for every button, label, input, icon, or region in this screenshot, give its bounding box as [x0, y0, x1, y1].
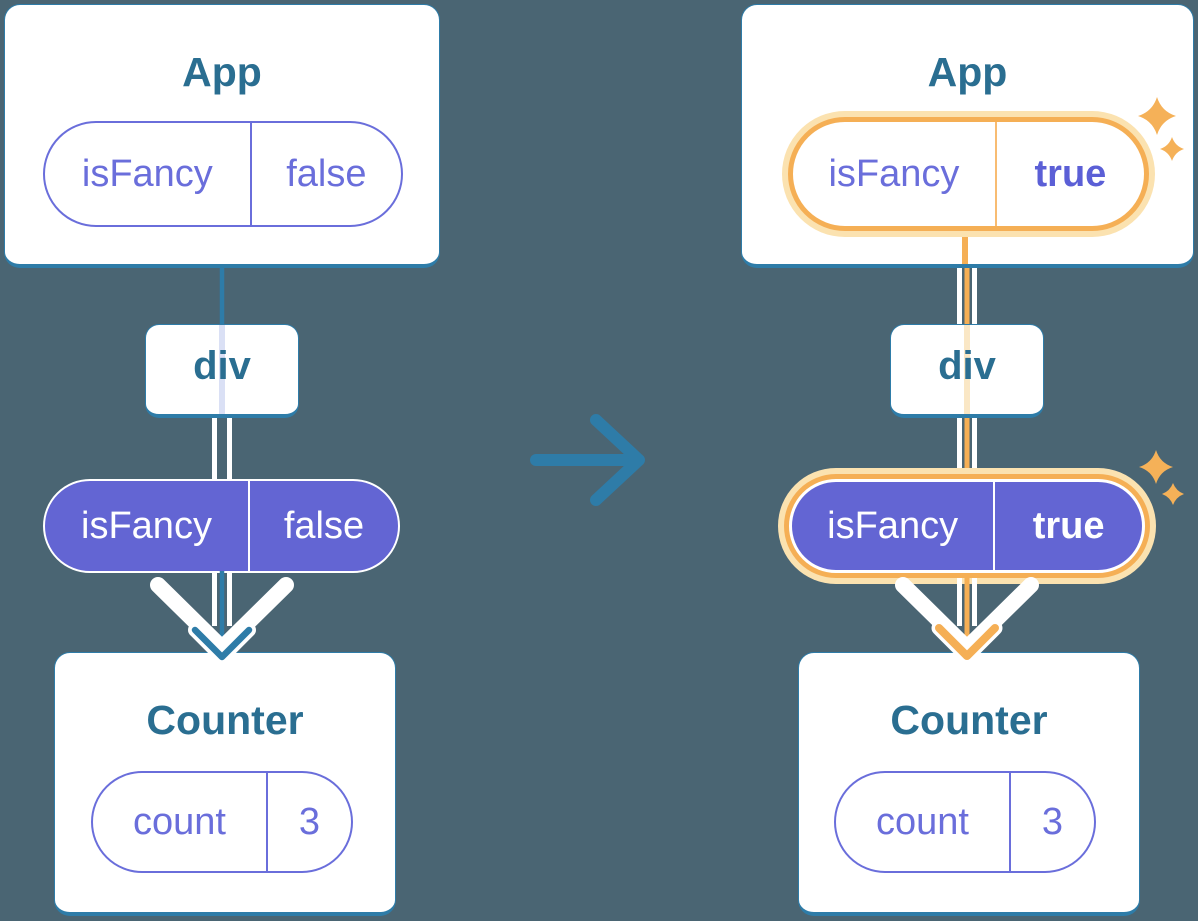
- prop-pill-highlighted: isFancy true: [788, 117, 1149, 231]
- prop-value-cell: false: [249, 123, 401, 225]
- app-card-title: App: [182, 49, 262, 95]
- passed-prop-pill-highlighted: isFancy true: [789, 479, 1145, 573]
- state-pill: count 3: [834, 771, 1096, 873]
- prop-value-cell: true: [994, 122, 1144, 226]
- app-card-title: App: [927, 49, 1008, 95]
- app-card: App isFancy true: [741, 4, 1194, 268]
- prop-line-through-div: [219, 325, 225, 414]
- prop-pill: isFancy false: [43, 121, 403, 227]
- counter-card-title: Counter: [146, 697, 304, 743]
- state-pill: count 3: [91, 771, 353, 873]
- left-prop-to-counter-arrow: [150, 571, 294, 664]
- arrow-white-flank-lines: [212, 571, 232, 626]
- prop-name-cell: isFancy: [828, 152, 960, 195]
- counter-card-title: Counter: [890, 697, 1048, 743]
- big-white-chevron: [895, 577, 1039, 656]
- div-card-label: div: [938, 344, 996, 388]
- prop-flow-stem: [962, 231, 968, 264]
- state-value-cell: 3: [1008, 773, 1094, 871]
- prop-value-cell: true: [993, 482, 1142, 570]
- counter-card: Counter count 3: [798, 652, 1140, 916]
- sparkle-icon: [1139, 450, 1173, 484]
- big-white-chevron: [150, 577, 294, 656]
- right-prop-to-counter-arrow: [895, 576, 1039, 664]
- transition-arrow-icon: [530, 414, 645, 506]
- state-name-cell: count: [875, 800, 969, 843]
- state-value-cell: 3: [265, 773, 351, 871]
- transition-arrow-head: [590, 414, 645, 506]
- state-name-cell: count: [132, 800, 226, 843]
- passed-prop-pill: isFancy false: [43, 479, 400, 573]
- prop-name-cell: isFancy: [827, 504, 959, 547]
- app-card: App isFancy false: [4, 4, 440, 268]
- div-card-label: div: [193, 344, 251, 388]
- arrow-white-flank-lines: [957, 578, 977, 626]
- sparkle-icon: [1162, 483, 1184, 505]
- div-card: div: [145, 324, 299, 418]
- div-card: div: [890, 324, 1044, 418]
- prop-name-cell: isFancy: [81, 504, 212, 547]
- prop-name-cell: isFancy: [81, 152, 213, 195]
- prop-value-cell: false: [247, 481, 398, 571]
- counter-card: Counter count 3: [54, 652, 396, 916]
